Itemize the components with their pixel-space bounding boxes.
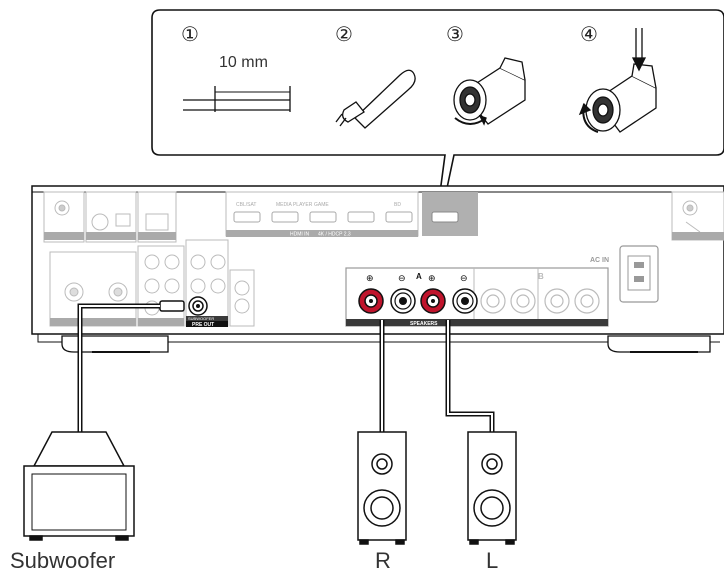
step-1-number: ① bbox=[181, 22, 199, 46]
twisted-wire-illustration bbox=[335, 69, 416, 129]
step-2-number: ② bbox=[335, 22, 353, 46]
terminal-loosen-illustration bbox=[453, 57, 526, 126]
step-4-number: ④ bbox=[580, 22, 598, 46]
plus-mark-1: ⊕ bbox=[366, 274, 374, 284]
speakers-label: SPEAKERS bbox=[410, 321, 438, 327]
plus-mark-2: ⊕ bbox=[428, 274, 436, 284]
hdmi-label-game: GAME bbox=[314, 202, 329, 208]
speaker-cable-left bbox=[445, 320, 495, 432]
speaker-left bbox=[467, 431, 517, 545]
terminal-tighten-illustration bbox=[578, 28, 657, 133]
subwoofer-port-label: SUBWOOFER bbox=[188, 316, 214, 321]
hdmi-input-section: CBL/SAT MEDIA PLAYER GAME BD HDMI IN 4K … bbox=[225, 191, 478, 238]
left-speaker-label: L bbox=[486, 548, 499, 573]
speaker-terminals: A B ⊕ ⊖ ⊕ ⊖ SPEAKERS bbox=[345, 267, 609, 327]
subwoofer-cable bbox=[77, 300, 185, 432]
hdmi-label-bd: BD bbox=[394, 202, 401, 208]
subwoofer-label: Subwoofer bbox=[10, 548, 116, 573]
subwoofer-box bbox=[23, 431, 135, 541]
minus-mark-1: ⊖ bbox=[398, 274, 406, 284]
antenna-section bbox=[43, 191, 177, 243]
right-speaker-label: R bbox=[375, 548, 391, 573]
strip-length-label: 10 mm bbox=[219, 54, 268, 71]
hdmi-label-cbl-sat: CBL/SAT bbox=[236, 202, 256, 208]
hdmi-in-label: HDMI IN bbox=[290, 232, 310, 238]
step-3-number: ③ bbox=[446, 22, 464, 46]
bluetooth-antenna-section bbox=[671, 191, 724, 241]
minus-mark-2: ⊖ bbox=[460, 274, 468, 284]
speaker-right bbox=[357, 431, 407, 545]
subwoofer-pre-out: SUBWOOFER PRE OUT bbox=[186, 296, 228, 328]
hdmi-sub-label: 4K / HDCP 2.3 bbox=[318, 232, 351, 238]
ac-in-label: AC IN bbox=[590, 257, 609, 264]
hdmi-label-media-player: MEDIA PLAYER bbox=[276, 202, 313, 208]
stripped-wire-illustration bbox=[183, 86, 291, 112]
pre-out-label: PRE OUT bbox=[192, 322, 214, 328]
zone-a-label: A bbox=[416, 272, 422, 281]
ac-inlet: AC IN bbox=[590, 245, 659, 303]
zone-b-label: B bbox=[538, 272, 544, 281]
